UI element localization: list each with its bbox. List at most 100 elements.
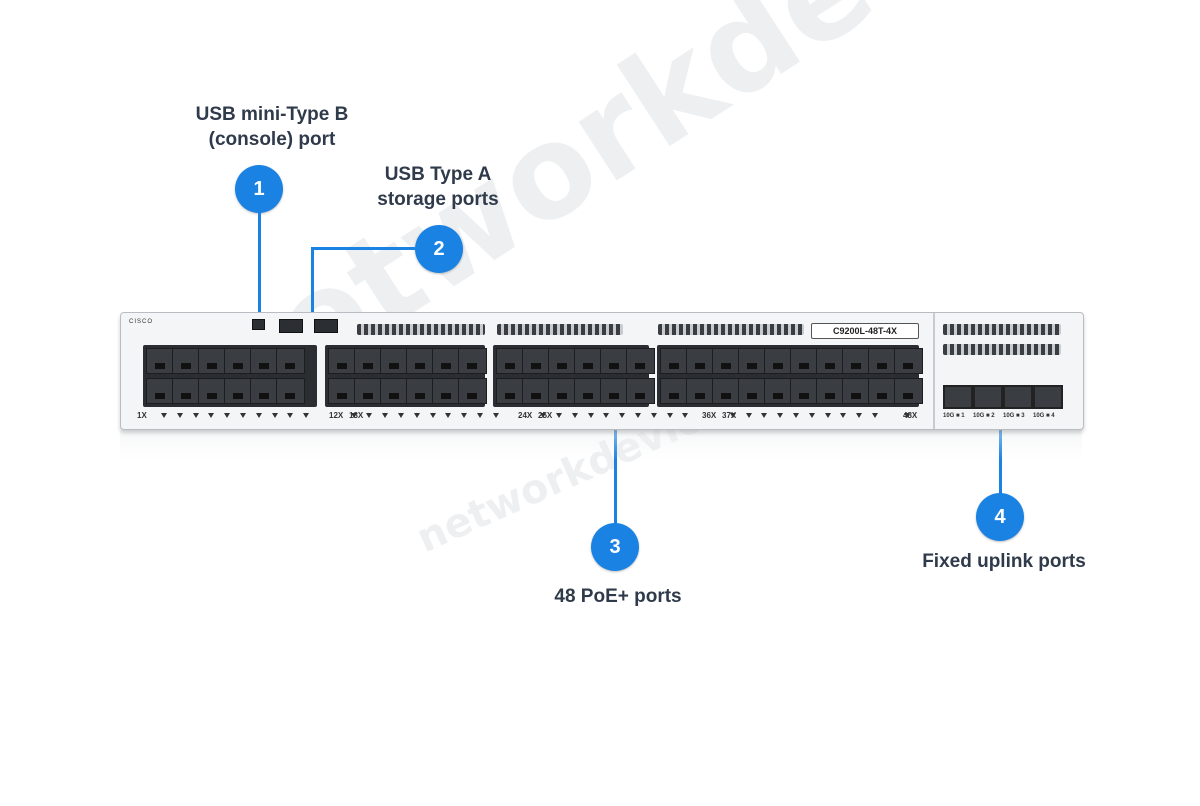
callout-4-label: Fixed uplink ports <box>922 551 1086 572</box>
rj45-port <box>660 348 689 374</box>
port-indicator-triangle <box>587 413 594 418</box>
rj45-port <box>146 348 175 374</box>
rj45-port <box>250 348 279 374</box>
port-indicator-triangle <box>840 413 847 418</box>
uplink-label-3: 10G ■ 3 <box>1003 413 1025 419</box>
rj45-port <box>868 378 897 404</box>
callout-2-badge: 2 <box>415 225 463 273</box>
uplink-label-2: 10G ■ 2 <box>973 413 995 419</box>
port-indicator-triangle <box>398 413 404 418</box>
port-indicator-triangle <box>192 413 199 418</box>
callout-2-leader-horizontal <box>311 247 415 250</box>
rj45-port <box>172 348 201 374</box>
port-indicator-triangle <box>224 413 231 418</box>
port-indicator-triangle <box>240 413 246 418</box>
port-indicator-triangle <box>777 413 784 418</box>
port-indicator-triangle <box>745 413 752 418</box>
usb-storage-port-1 <box>279 319 303 333</box>
usb-console-port <box>252 319 265 330</box>
rj45-port <box>600 378 629 404</box>
port-indicator-triangle <box>903 413 910 418</box>
rj45-port <box>738 348 767 374</box>
chassis-reflection <box>120 430 1082 460</box>
rj45-port <box>380 348 409 374</box>
vent-grill-1 <box>357 324 485 335</box>
rj45-port <box>458 378 487 404</box>
uplink-vent-grill-1 <box>943 324 1061 335</box>
sfp-uplink-port-3 <box>1003 385 1033 409</box>
callout-4-badge: 4 <box>976 493 1024 541</box>
rj45-port <box>548 348 577 374</box>
callout-2-label: USB Type A storage ports <box>338 162 538 212</box>
port-indicator-triangle <box>761 413 768 418</box>
rj45-port <box>522 348 551 374</box>
rj45-port <box>380 378 409 404</box>
rj45-port <box>522 378 551 404</box>
rj45-port <box>458 348 487 374</box>
port-indicator-triangle <box>366 413 373 418</box>
rj45-port <box>406 348 435 374</box>
model-label: C9200L-48T-4X <box>811 323 919 339</box>
rj45-port <box>276 348 305 374</box>
port-indicator-triangle <box>303 413 310 418</box>
callout-1-badge: 1 <box>235 165 283 213</box>
callout-2-leader-vertical <box>311 247 314 320</box>
callout-3-label: 48 PoE+ ports <box>554 586 682 607</box>
port-indicator-triangle <box>350 413 357 418</box>
uplink-label-1: 10G ■ 1 <box>943 413 965 419</box>
port-indicator-triangle <box>729 413 736 418</box>
rj45-port <box>600 348 629 374</box>
rj45-port <box>496 378 525 404</box>
switch-chassis: CISCO C9200L-48T-4X 1X 12X 13X 24X 25X 3… <box>120 312 1084 430</box>
callout-4-leader-line <box>999 428 1002 496</box>
rj45-port <box>574 348 603 374</box>
port-indicator-triangle <box>413 413 420 418</box>
callout-2-label-line2: storage ports <box>377 189 499 210</box>
port-indicator-triangle <box>856 413 863 418</box>
uplink-vent-grill-2 <box>943 344 1061 355</box>
rj45-port <box>626 378 655 404</box>
rj45-port <box>868 348 897 374</box>
vent-grill-3 <box>658 324 804 335</box>
port-indicator-triangle <box>161 413 167 418</box>
port-indicator-triangle <box>872 413 878 418</box>
rj45-port <box>574 378 603 404</box>
rj45-port <box>790 348 819 374</box>
callout-1-label-line2: (console) port <box>208 129 336 150</box>
rj45-port <box>764 378 793 404</box>
port-indicator-triangle <box>429 413 436 418</box>
rj45-port <box>198 348 227 374</box>
callout-1-label-line1: USB mini-Type B <box>195 104 349 125</box>
callout-2-label-line1: USB Type A <box>384 164 492 185</box>
port-indicator-triangle <box>824 413 831 418</box>
port-number-label: 1X <box>137 411 147 420</box>
port-indicator-triangle <box>477 413 483 418</box>
rj45-port <box>842 348 871 374</box>
cisco-logo: CISCO <box>129 319 154 325</box>
rj45-port <box>738 378 767 404</box>
rj45-port <box>764 348 793 374</box>
rj45-port <box>816 378 845 404</box>
port-number-label: 48X <box>903 411 918 420</box>
port-indicator-triangle <box>808 413 815 418</box>
rj45-port <box>354 378 383 404</box>
port-number-label: 12X <box>329 411 344 420</box>
callout-3-leader-line <box>614 428 617 526</box>
port-number-label: 37X <box>722 411 737 420</box>
rj45-port <box>146 378 175 404</box>
port-indicator-triangle <box>540 413 547 418</box>
vent-grill-2 <box>497 324 623 335</box>
rj45-port <box>198 378 227 404</box>
rj45-port <box>276 378 305 404</box>
callout-1-leader-line <box>258 212 261 320</box>
port-indicator-triangle <box>461 413 468 418</box>
port-indicator-triangle <box>682 413 689 418</box>
port-indicator-triangle <box>445 413 452 418</box>
rj45-port <box>842 378 871 404</box>
port-number-label: 24X <box>518 411 533 420</box>
rj45-port <box>712 348 741 374</box>
rj45-port <box>328 348 357 374</box>
rj45-port <box>712 378 741 404</box>
rj45-port <box>496 348 525 374</box>
uplink-divider <box>933 313 935 429</box>
